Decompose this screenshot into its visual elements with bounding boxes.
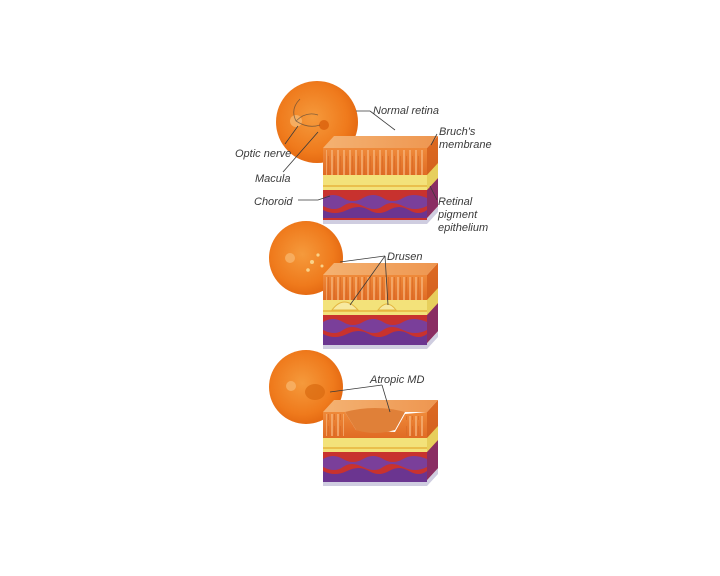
label-choroid: Choroid (254, 196, 293, 208)
retina-block-normal (323, 136, 438, 224)
retina-block-drusen (323, 263, 438, 349)
label-bruchs-1: Bruch's (439, 126, 476, 138)
leader-choroid (298, 195, 331, 201)
leader-normal-retina (356, 110, 396, 131)
fundus-atrophic (269, 350, 343, 424)
leader-drusen-1 (349, 255, 386, 306)
label-rpe-3: epithelium (438, 222, 488, 234)
retina-block-atrophic (323, 400, 438, 486)
leader-drusen-fundus (339, 255, 386, 263)
macula-spot (319, 120, 329, 130)
label-macula: Macula (255, 173, 290, 185)
label-drusen: Drusen (387, 251, 422, 263)
label-bruchs-2: membrane (439, 139, 492, 151)
stage-drusen: Drusen (269, 221, 438, 349)
stage-atrophic: Atropic MD (269, 350, 438, 486)
stage-normal: Normal retina Optic nerve Macula Choroid… (235, 81, 492, 234)
leader-atrophic-block (381, 384, 391, 413)
label-optic-nerve: Optic nerve (235, 148, 291, 160)
label-atrophic-md: Atropic MD (369, 374, 424, 386)
leader-optic-nerve (284, 125, 299, 145)
label-rpe-1: Retinal (438, 196, 473, 208)
leader-drusen-2 (384, 255, 389, 306)
leader-macula (282, 131, 319, 173)
leader-rpe (429, 185, 438, 201)
leader-atrophic-fundus (329, 384, 383, 393)
leader-bruchs (430, 133, 438, 146)
label-rpe-2: pigment (437, 209, 478, 221)
label-normal-retina: Normal retina (373, 105, 439, 117)
